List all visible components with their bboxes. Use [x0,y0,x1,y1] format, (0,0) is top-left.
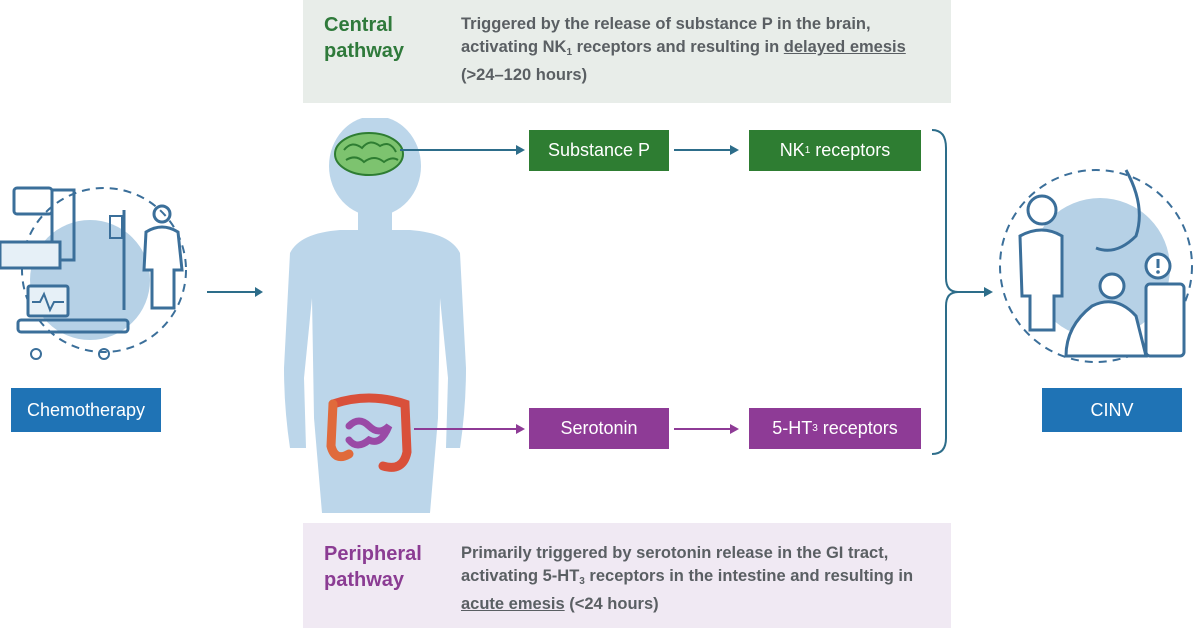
nk1-label-sub: 1 [804,145,811,156]
chemotherapy-equipment-icon [0,170,200,370]
central-desc-part: Triggered by the release of substance P … [461,15,871,56]
peripheral-pathway-panel: Peripheral pathway Primarily triggered b… [303,523,951,628]
serotonin-box: Serotonin [529,408,669,449]
5ht3-label-prefix: 5-HT [772,418,813,438]
central-desc-end: (>24–120 hours) [461,66,588,84]
central-desc-sub: 1 [566,47,572,58]
intestine-icon [323,392,415,476]
5ht3-label-sub: 3 [812,423,818,434]
arrow-serotonin-to-5ht3 [674,424,739,434]
merge-bracket [931,129,993,455]
chemotherapy-label: Chemotherapy [11,388,161,432]
arrow-brain-to-substance-p [400,145,525,155]
cinv-label: CINV [1042,388,1182,432]
peripheral-pathway-description: Primarily triggered by serotonin release… [461,542,931,616]
central-desc-part: receptors and resulting in [572,38,784,56]
peripheral-desc-underlined: acute emesis [461,595,565,613]
central-desc-underlined: delayed emesis [783,38,906,56]
peripheral-pathway-title: Peripheral pathway [324,543,422,591]
5ht3-label-suffix: receptors [817,418,898,438]
peripheral-desc-part: receptors in the intestine and resulting… [584,567,914,585]
substance-p-box: Substance P [529,130,669,171]
peripheral-desc-end: (<24 hours) [564,595,659,613]
central-pathway-title: Central pathway [324,14,405,62]
nk1-label-suffix: receptors [810,140,891,160]
arrow-substance-p-to-nk1 [674,145,739,155]
nausea-patient-icon [996,166,1196,366]
arrow-intestine-to-serotonin [414,424,525,434]
brain-icon [332,130,406,178]
peripheral-desc-sub: 3 [579,576,585,587]
peripheral-desc-part: Primarily triggered by serotonin release… [461,544,889,585]
arrow-chemo-to-body [207,287,263,297]
alert-icon [1144,252,1172,280]
nk1-label-prefix: NK [779,140,805,160]
central-pathway-panel: Central pathway Triggered by the release… [303,0,951,103]
central-pathway-description: Triggered by the release of substance P … [461,13,931,87]
